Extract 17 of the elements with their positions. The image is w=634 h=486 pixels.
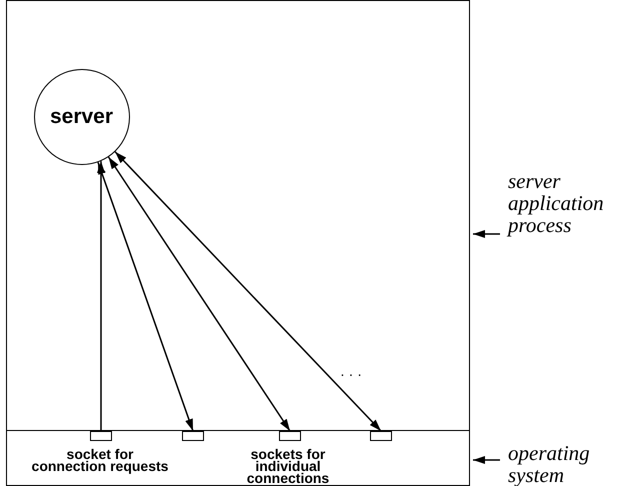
socket-label: sockets for individual connections: [246, 448, 330, 484]
region-box: [6, 431, 470, 486]
ellipsis: · · ·: [339, 368, 363, 380]
arrow: [97, 161, 105, 431]
socket-box: [90, 431, 112, 441]
socket-box: [278, 431, 300, 441]
arrow: [473, 230, 500, 238]
arrow: [473, 456, 500, 464]
arrow: [108, 156, 291, 432]
socket-box: [370, 431, 392, 441]
arrow: [114, 151, 382, 432]
process-name: server: [50, 104, 114, 128]
region-box: [6, 0, 470, 431]
socket-label: socket for connection requests: [30, 448, 170, 472]
socket-box: [182, 431, 204, 441]
arrow: [97, 162, 194, 432]
side-label: server application process: [508, 170, 605, 236]
